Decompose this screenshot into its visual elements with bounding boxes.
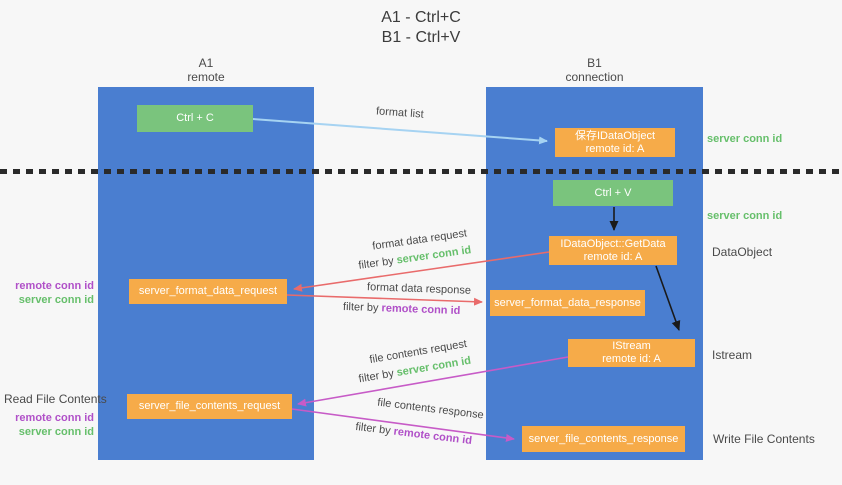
node-server-file-contents-response-label: server_file_contents_response bbox=[528, 432, 679, 445]
label-read-file-contents: Read File Contents bbox=[4, 392, 107, 406]
lane-b1-name: B1 bbox=[587, 56, 602, 70]
lane-b1-role: connection bbox=[565, 70, 624, 84]
label-server-conn-id-left-bottom: server conn id bbox=[18, 426, 94, 438]
node-server-format-data-response-label: server_format_data_response bbox=[494, 296, 641, 309]
title-line-1: A1 - Ctrl+C bbox=[381, 9, 461, 26]
node-server-file-contents-request: server_file_contents_request bbox=[127, 394, 292, 419]
node-istream: IStream remote id: A bbox=[568, 339, 695, 367]
node-istream-subtitle: remote id: A bbox=[602, 353, 661, 365]
node-save-dataobject: 保存IDataObject remote id: A bbox=[555, 128, 675, 157]
node-save-dataobject-subtitle: remote id: A bbox=[585, 142, 645, 155]
node-idataobject-getdata: IDataObject::GetData remote id: A bbox=[549, 236, 677, 265]
label-server-conn-id-mid: server conn id bbox=[707, 210, 783, 222]
arrow-getdata-to-istream bbox=[655, 265, 681, 331]
session-divider-dotted-line bbox=[0, 169, 842, 174]
arrow-format-data-request bbox=[293, 251, 550, 292]
arrow-format-list bbox=[252, 118, 548, 145]
node-ctrl-v: Ctrl + V bbox=[553, 180, 673, 206]
lane-a1-name: A1 bbox=[198, 56, 214, 70]
label-remote-conn-id-bottom: remote conn id bbox=[15, 412, 94, 424]
lane-header-a1: A1 remote bbox=[98, 56, 314, 84]
lane-a1-role: remote bbox=[187, 70, 225, 84]
node-ctrl-c-label: Ctrl + C bbox=[176, 112, 214, 124]
label-istream: Istream bbox=[712, 348, 753, 362]
node-ctrl-v-label: Ctrl + V bbox=[594, 186, 632, 199]
node-save-dataobject-title: 保存IDataObject bbox=[574, 129, 656, 142]
node-idataobject-getdata-title: IDataObject::GetData bbox=[560, 237, 666, 250]
label-server-conn-id-left-mid: server conn id bbox=[18, 294, 94, 306]
label-pair-file: remote conn id server conn id bbox=[8, 411, 94, 439]
label-write-file-contents: Write File Contents bbox=[713, 432, 815, 446]
label-remote-conn-id-mid: remote conn id bbox=[15, 280, 94, 292]
arrow-file-contents-response bbox=[291, 408, 515, 442]
node-idataobject-getdata-subtitle: remote id: A bbox=[583, 250, 643, 263]
node-server-format-data-request-label: server_format_data_request bbox=[138, 285, 278, 297]
title-line-2: B1 - Ctrl+V bbox=[381, 29, 461, 46]
node-server-file-contents-request-label: server_file_contents_request bbox=[138, 400, 281, 412]
label-server-conn-id-top: server conn id bbox=[707, 133, 783, 145]
node-istream-title: IStream bbox=[612, 340, 651, 352]
node-ctrl-c: Ctrl + C bbox=[137, 105, 253, 132]
diagram-title: A1 - Ctrl+C B1 - Ctrl+V bbox=[0, 8, 842, 48]
arrow-file-contents-request bbox=[297, 356, 569, 407]
arrow-format-data-response bbox=[286, 294, 483, 306]
filter-prefix: filter by bbox=[342, 300, 382, 315]
label-dataobject: DataObject bbox=[712, 245, 773, 259]
node-server-format-data-request: server_format_data_request bbox=[129, 279, 287, 304]
lane-header-b1: B1 connection bbox=[486, 56, 703, 84]
label-pair-format: remote conn id server conn id bbox=[8, 279, 94, 307]
node-server-file-contents-response: server_file_contents_response bbox=[522, 426, 685, 452]
node-server-format-data-response: server_format_data_response bbox=[490, 290, 645, 316]
